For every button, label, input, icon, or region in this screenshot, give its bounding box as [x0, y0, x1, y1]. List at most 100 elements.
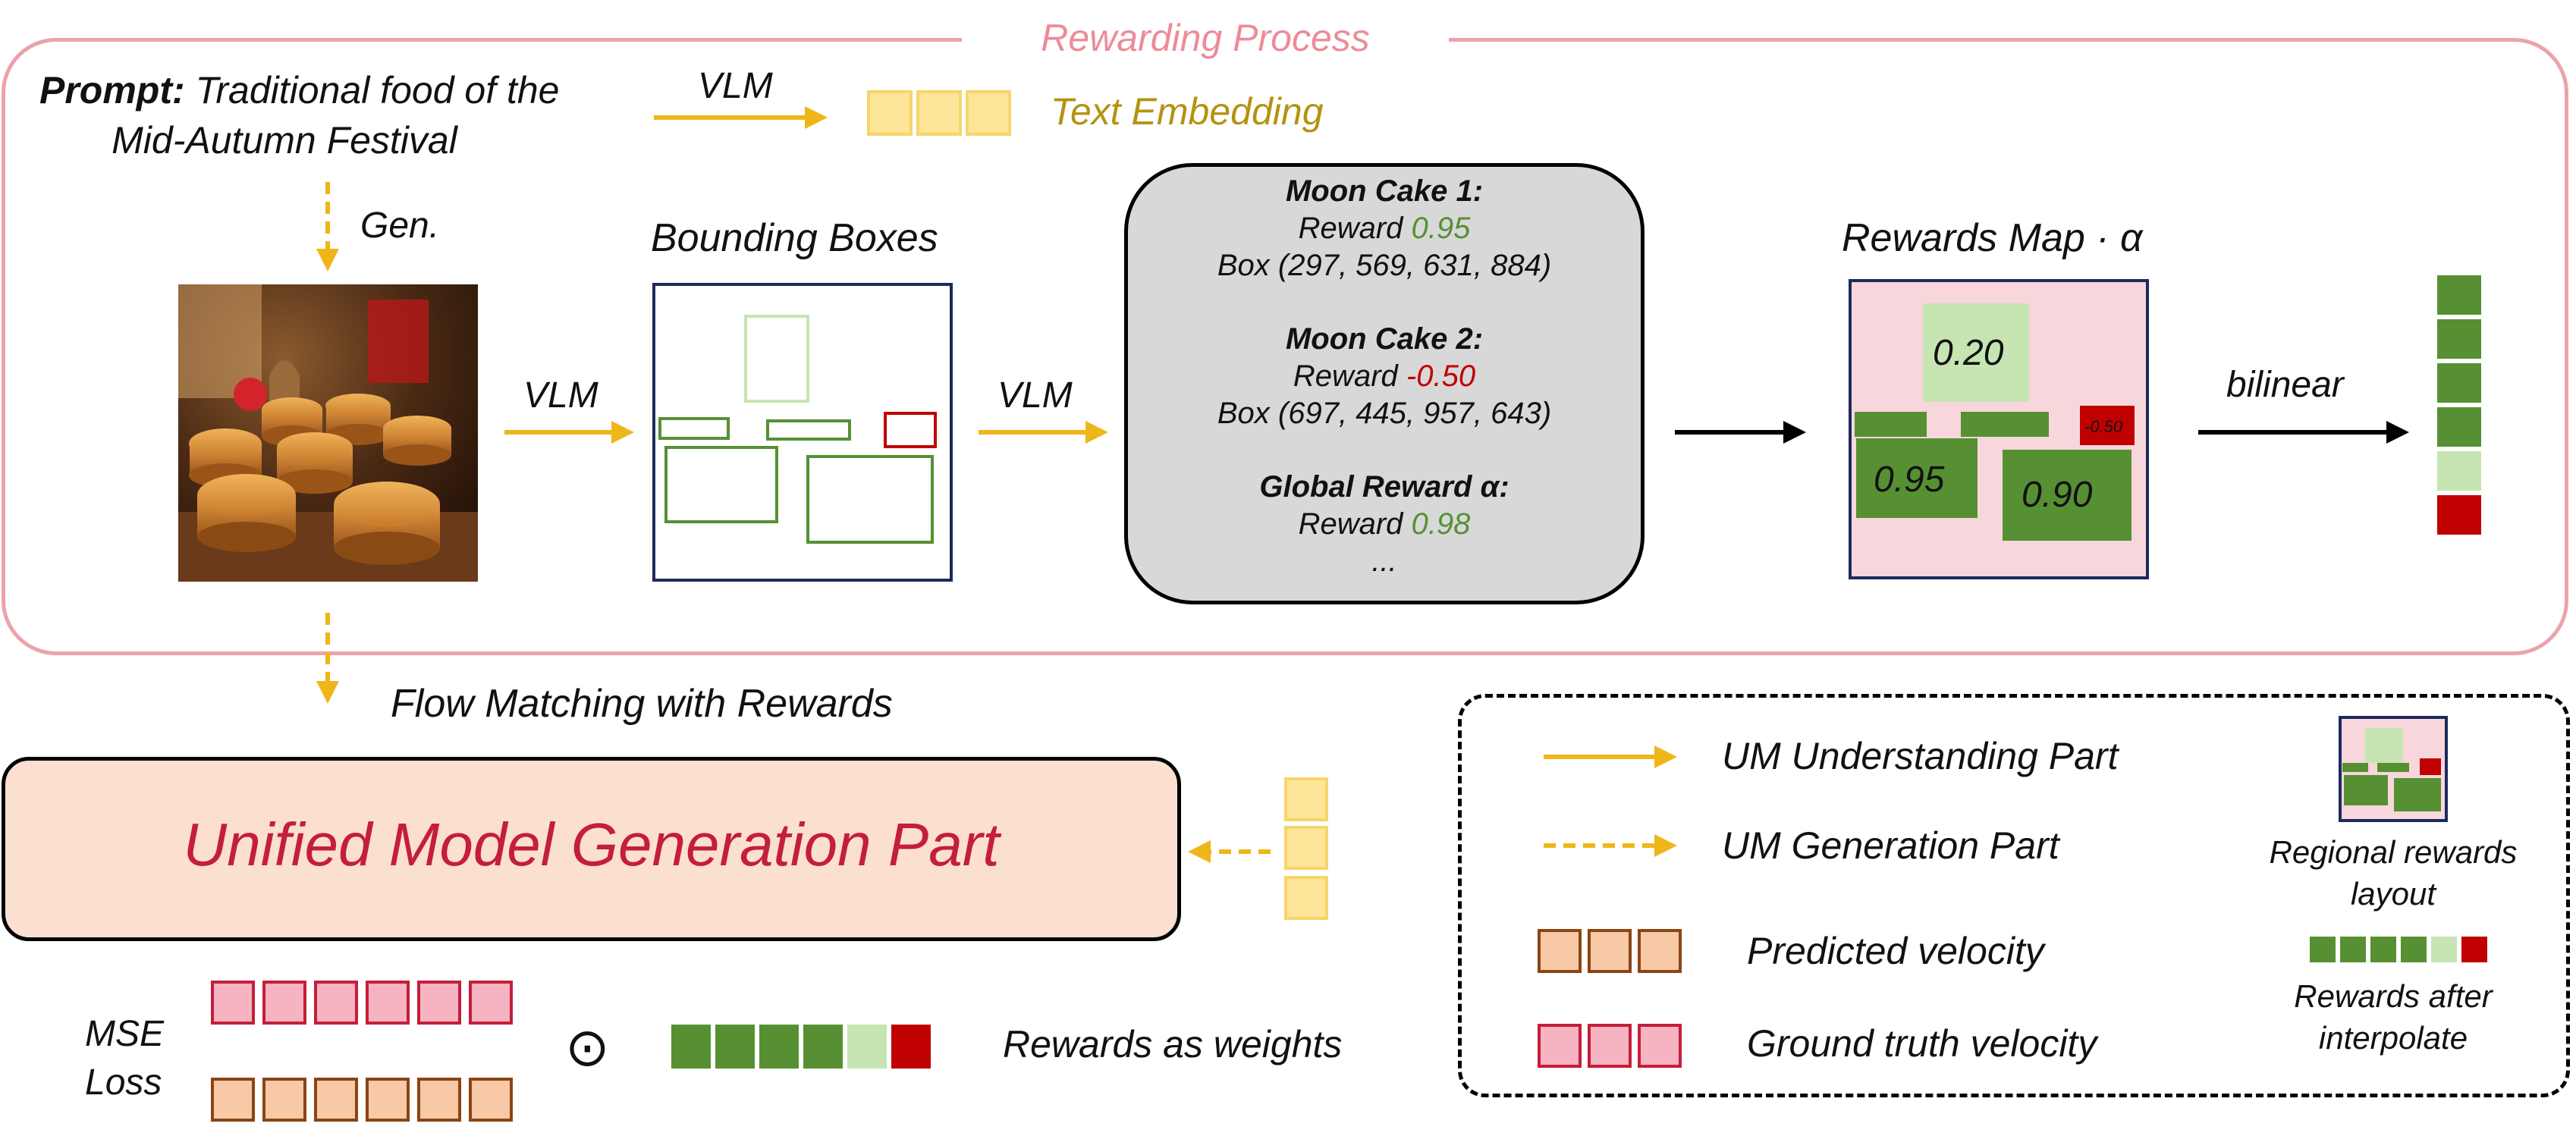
mini-interp-cell-1 — [2307, 934, 2338, 965]
mooncake-photo — [178, 284, 478, 582]
legend-gt-cell-2 — [1588, 1024, 1632, 1068]
rewards-column-cell-2 — [2435, 317, 2483, 361]
legend-regional-line2: layout — [2350, 876, 2436, 912]
legend-understanding-label: UM Understanding Part — [1722, 735, 2119, 777]
gt-velocity-cell-2 — [262, 981, 306, 1025]
item2-reward-label: Reward — [1293, 359, 1398, 393]
bbox-strip-left — [658, 417, 730, 440]
gt-velocity-cell-6 — [469, 981, 513, 1025]
vlm-mid1-label: VLM — [523, 375, 598, 416]
rewards-map-light-region — [1923, 303, 2029, 402]
legend-gt-label: Ground truth velocity — [1747, 1022, 2097, 1065]
legend-predicted-cell-3 — [1638, 929, 1682, 973]
prompt-text-line2: Mid-Autumn Festival — [112, 119, 457, 162]
mini-interp-cell-2 — [2338, 934, 2368, 965]
item2-reward-value: -0.50 — [1406, 359, 1476, 393]
rewards-map-red-region — [2080, 406, 2135, 445]
flow-matching-label: Flow Matching with Rewards — [391, 682, 893, 726]
reward-weight-cell-5 — [845, 1022, 889, 1071]
prompt-text-line1: Traditional food of the — [195, 69, 560, 111]
reward-weight-cell-6 — [889, 1022, 933, 1071]
legend-predicted-label: Predicted velocity — [1747, 930, 2044, 972]
item1-reward-value: 0.95 — [1411, 212, 1471, 245]
gt-velocity-cell-3 — [314, 981, 358, 1025]
mini-interp-cell-5 — [2429, 934, 2459, 965]
reward-info-content: Moon Cake 1: Reward 0.95 Box (297, 569, … — [1124, 173, 1645, 580]
embedding-square-1 — [867, 90, 913, 136]
reward-weight-cell-3 — [757, 1022, 801, 1071]
pred-velocity-cell-3 — [314, 1078, 358, 1122]
mini-right-region — [2394, 778, 2441, 811]
reward-weight-cell-1 — [669, 1022, 713, 1071]
rewards-map-value-top: 0.20 — [1933, 333, 2004, 373]
mse-label: MSE — [85, 1014, 165, 1054]
unified-model-generation-box — [2, 757, 1181, 941]
pred-velocity-cell-4 — [366, 1078, 410, 1122]
reward-info-panel — [1124, 163, 1645, 604]
mini-strip-left — [2342, 763, 2368, 772]
gt-velocity-cell-1 — [211, 981, 255, 1025]
mini-interp-cell-4 — [2399, 934, 2429, 965]
rewards-map-right-region — [2003, 450, 2131, 541]
item1-reward-label: Reward — [1298, 212, 1403, 245]
item1-reward-line: Reward 0.95 — [1124, 210, 1645, 247]
rewards-column-cell-5 — [2435, 449, 2483, 493]
rewards-map-title: Rewards Map · α — [1842, 216, 2143, 260]
rewards-column-cell-4 — [2435, 405, 2483, 449]
embedding-square-3 — [966, 90, 1011, 136]
bbox-moon-cake-2 — [806, 455, 934, 544]
generation-part-label: Unified Model Generation Part — [183, 811, 1000, 878]
pred-velocity-cell-1 — [211, 1078, 255, 1122]
rewards-map-strip-left — [1855, 412, 1927, 437]
gt-velocity-cell-4 — [366, 981, 410, 1025]
vlm-top-label: VLM — [698, 66, 773, 106]
global-reward-label: Reward — [1298, 507, 1403, 541]
bbox-light-green — [744, 315, 809, 403]
legend-gt-cell-3 — [1638, 1024, 1682, 1068]
rewards-map-left-region — [1856, 438, 1978, 518]
mini-red-region — [2420, 758, 2441, 775]
reward-weight-cell-2 — [713, 1022, 757, 1071]
loss-label: Loss — [85, 1062, 162, 1103]
prompt-label: Prompt: — [39, 69, 185, 111]
weight-embedding-1 — [1284, 777, 1328, 821]
mini-left-region — [2344, 775, 2388, 805]
rewards-map-strip-right — [1961, 412, 2049, 437]
pred-velocity-cell-6 — [469, 1078, 513, 1122]
bbox-moon-cake-1 — [664, 446, 778, 523]
legend-box — [1458, 694, 2570, 1097]
legend-generation-label: UM Generation Part — [1722, 824, 2059, 867]
mini-interp-cell-6 — [2459, 934, 2490, 965]
info-ellipsis: ... — [1371, 545, 1397, 578]
weight-embedding-2 — [1284, 826, 1328, 870]
reward-weight-cell-4 — [801, 1022, 845, 1071]
gen-label: Gen. — [360, 206, 440, 246]
embedding-square-2 — [916, 90, 962, 136]
rewards-map-value-right: 0.90 — [2022, 475, 2093, 515]
bounding-boxes-title: Bounding Boxes — [651, 216, 938, 260]
legend-predicted-cell-2 — [1588, 929, 1632, 973]
rewards-column-cell-3 — [2435, 361, 2483, 405]
global-title: Global Reward α: — [1259, 470, 1509, 504]
item1-title: Moon Cake 1: — [1285, 174, 1484, 208]
bbox-strip-right — [766, 419, 851, 441]
pred-velocity-cell-2 — [262, 1078, 306, 1122]
rewards-as-weights-label: Rewards as weights — [1003, 1023, 1343, 1066]
vlm-mid2-label: VLM — [997, 375, 1073, 416]
bbox-red — [884, 412, 937, 448]
weight-embedding-3 — [1284, 876, 1328, 920]
gt-velocity-cell-5 — [417, 981, 461, 1025]
mini-interp-cell-3 — [2368, 934, 2399, 965]
item1-box: Box (297, 569, 631, 884) — [1217, 249, 1552, 282]
legend-gt-cell-1 — [1538, 1024, 1582, 1068]
prompt-line1: Prompt: Traditional food of the — [39, 68, 560, 112]
item2-title: Moon Cake 2: — [1285, 322, 1484, 356]
rewards-map-value-left: 0.95 — [1874, 460, 1945, 500]
rewards-column-cell-1 — [2435, 273, 2483, 317]
legend-interp-line1: Rewards after — [2294, 978, 2493, 1014]
pred-velocity-cell-5 — [417, 1078, 461, 1122]
global-reward-line: Reward 0.98 — [1124, 506, 1645, 543]
rewards-map-value-small: -0.50 — [2084, 417, 2123, 436]
item2-box: Box (697, 445, 957, 643) — [1217, 397, 1552, 430]
